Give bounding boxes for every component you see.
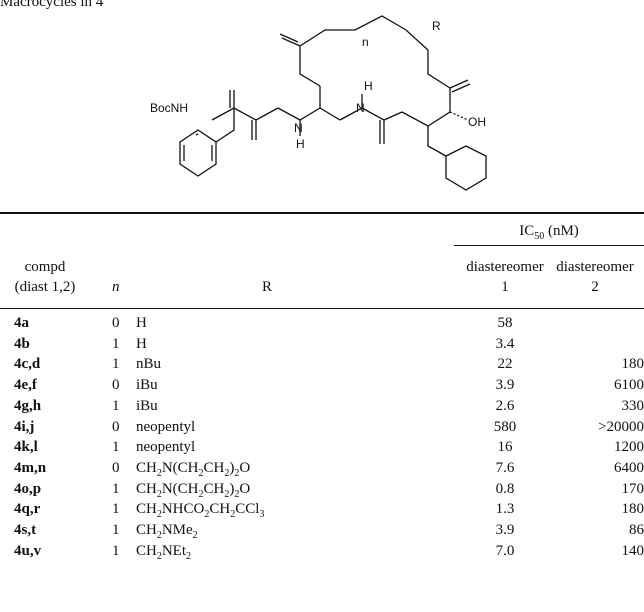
cell-d1: 2.6	[495, 397, 515, 414]
cell-n: 1	[112, 397, 120, 414]
cell-n: 1	[112, 439, 120, 456]
bocnh-label: BocNH	[150, 101, 188, 115]
cell-compd: 4a	[14, 315, 29, 331]
cell-n: 1	[112, 522, 120, 538]
cell-compd: 4k,l	[14, 439, 38, 456]
cell-d1: 580	[493, 418, 517, 435]
col-d1-header-b: 1	[501, 279, 509, 295]
n-subscript-label: n	[362, 35, 369, 49]
cell-r: CH2N(CH2CH2)2O	[136, 459, 251, 479]
cell-compd: 4c,d	[14, 356, 41, 373]
macrocycle-structure-diagram: BocNH R n N H H N OH	[150, 15, 487, 191]
cell-n: 1	[112, 335, 120, 352]
cell-d2: 1200	[614, 439, 644, 456]
cell-r: CH2NEt2	[136, 542, 192, 562]
nh-left-n-label: N	[294, 121, 303, 135]
table-top-rule	[0, 212, 644, 214]
cell-r: iBu	[136, 397, 158, 414]
nh-left-h-label: H	[296, 137, 305, 151]
cell-n: 0	[112, 459, 120, 476]
cell-r: H	[136, 315, 147, 331]
cell-d2: 180	[621, 356, 644, 373]
cell-compd: 4b	[14, 335, 30, 352]
cell-n: 1	[112, 480, 120, 497]
cell-d1: 3.9	[495, 377, 515, 394]
cell-d1: 7.0	[495, 542, 515, 559]
cell-compd: 4e,f	[14, 377, 37, 394]
cell-d1: 22	[497, 356, 513, 373]
cell-n: 0	[112, 315, 120, 331]
cell-d2: 6400	[614, 459, 644, 476]
ic50-header: IC50 (nM)	[519, 223, 579, 242]
cell-r: CH2N(CH2CH2)2O	[136, 480, 251, 500]
cell-d1: 0.8	[495, 480, 515, 497]
cell-d1: 1.3	[495, 501, 515, 518]
col-d2-header-a: diastereomer	[556, 259, 634, 275]
cell-compd: 4u,v	[14, 542, 42, 559]
nh-right-n-label: N	[356, 101, 365, 115]
cell-d1: 58	[497, 315, 513, 331]
col-compd-header: compd	[24, 259, 66, 275]
cell-d2: 180	[621, 501, 644, 518]
cell-n: 1	[112, 356, 120, 373]
cell-d2: 140	[621, 542, 644, 559]
nh-right-h-label: H	[364, 79, 373, 93]
cell-compd: 4q,r	[14, 501, 41, 518]
oh-label: OH	[468, 115, 486, 129]
cell-r: CH2NHCO2CH2CCl3	[136, 501, 265, 521]
cell-compd: 4s,t	[14, 522, 37, 538]
caption-text: Macrocycles in 4	[0, 0, 104, 10]
cell-d1: 3.4	[495, 335, 515, 352]
cell-d2: 330	[621, 397, 644, 414]
cell-d2: 86	[629, 522, 644, 538]
col-diast-header: (diast 1,2)	[14, 279, 76, 295]
cell-d1: 7.6	[495, 459, 515, 476]
table-header-rule	[0, 308, 644, 309]
cell-n: 1	[112, 542, 120, 559]
col-r-header: R	[262, 279, 273, 295]
cell-d2: >20000	[598, 418, 644, 435]
cell-r: neopentyl	[136, 418, 196, 435]
col-d2-header-b: 2	[591, 279, 599, 295]
cell-n: 0	[112, 418, 120, 435]
r-group-label: R	[432, 19, 441, 33]
col-d1-header-a: diastereomer	[466, 259, 544, 275]
cell-r: iBu	[136, 377, 158, 394]
cell-d1: 3.9	[495, 522, 515, 538]
cell-compd: 4i,j	[14, 418, 35, 435]
cell-r: CH2NMe2	[136, 522, 198, 541]
cell-d1: 16	[497, 439, 513, 456]
ic50-span-rule	[454, 245, 644, 246]
cell-r: H	[136, 335, 147, 352]
cell-d2: 6100	[614, 377, 644, 394]
cell-compd: 4m,n	[14, 459, 47, 476]
cell-n: 1	[112, 501, 120, 518]
col-n-header: n	[112, 279, 120, 295]
cell-r: neopentyl	[136, 439, 196, 456]
cell-compd: 4o,p	[14, 480, 42, 497]
cell-r: nBu	[136, 356, 162, 373]
cell-compd: 4g,h	[14, 397, 42, 414]
cell-n: 0	[112, 377, 120, 394]
cell-d2: 170	[621, 480, 644, 497]
